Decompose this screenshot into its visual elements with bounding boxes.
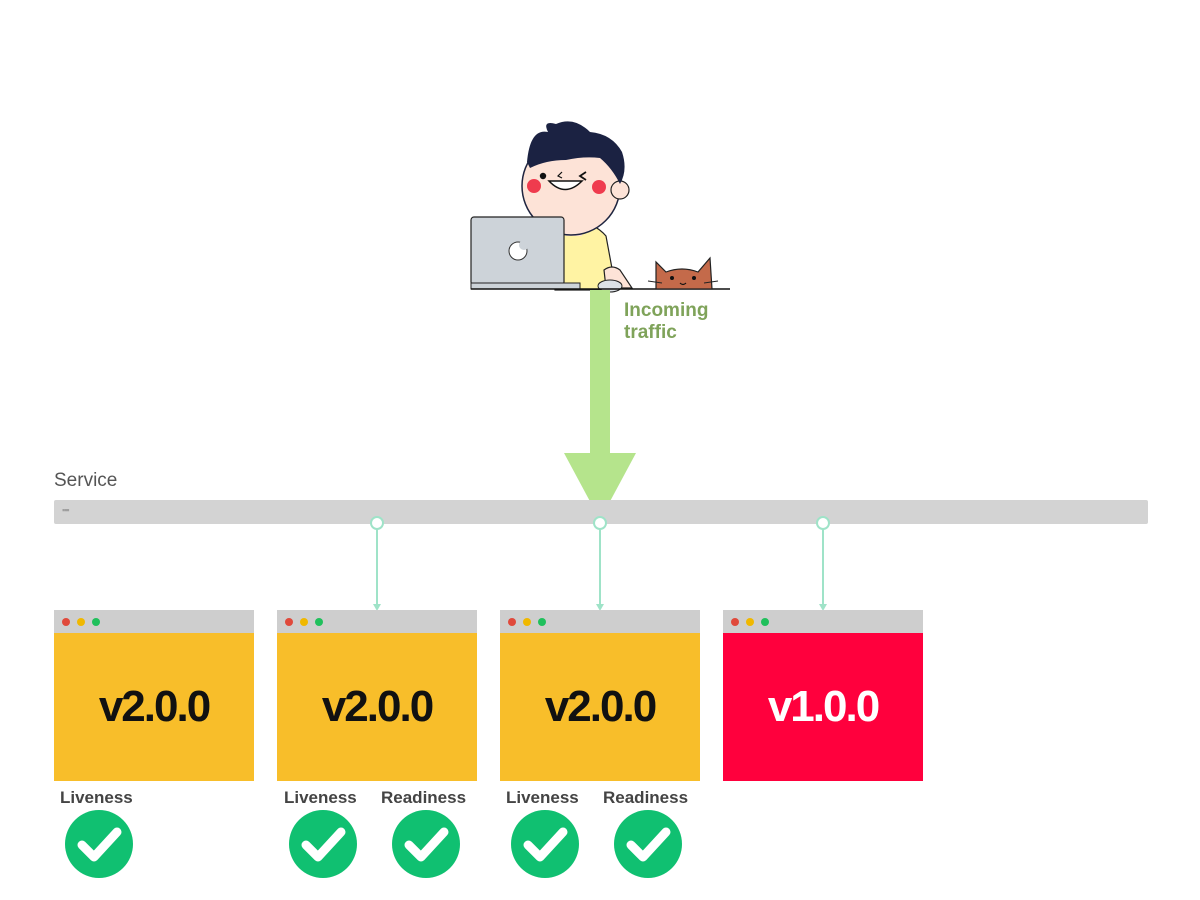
pod-version: v1.0.0 bbox=[723, 633, 923, 781]
minimize-dot-icon bbox=[523, 618, 531, 626]
pod-titlebar bbox=[277, 610, 477, 633]
close-dot-icon bbox=[508, 618, 516, 626]
check-circle-icon bbox=[614, 810, 682, 878]
check-circle-icon bbox=[65, 810, 133, 878]
readiness-label: Readiness bbox=[381, 788, 467, 807]
pod-3: v2.0.0 bbox=[500, 610, 700, 781]
check-circle-icon bbox=[511, 810, 579, 878]
pod-version: v2.0.0 bbox=[54, 633, 254, 781]
developer-at-laptop-icon bbox=[470, 121, 730, 293]
incoming-traffic-label: Incoming traffic bbox=[624, 300, 744, 344]
readiness-label: Readiness bbox=[603, 788, 689, 807]
service-connectors bbox=[373, 523, 827, 611]
pod-titlebar bbox=[54, 610, 254, 633]
liveness-label: Liveness bbox=[284, 788, 357, 807]
minimize-dot-icon bbox=[300, 618, 308, 626]
service-label: Service bbox=[54, 470, 118, 491]
maximize-dot-icon bbox=[538, 618, 546, 626]
minimize-dot-icon bbox=[77, 618, 85, 626]
check-circle-icon bbox=[289, 810, 357, 878]
pod-2: v2.0.0 bbox=[277, 610, 477, 781]
liveness-label: Liveness bbox=[60, 788, 133, 807]
service-grip-icon: ▪▪▪ bbox=[62, 505, 70, 515]
maximize-dot-icon bbox=[761, 618, 769, 626]
pod-4: v1.0.0 bbox=[723, 610, 923, 781]
liveness-label: Liveness bbox=[506, 788, 579, 807]
minimize-dot-icon bbox=[746, 618, 754, 626]
pod-titlebar bbox=[500, 610, 700, 633]
close-dot-icon bbox=[731, 618, 739, 626]
check-circle-icon bbox=[392, 810, 460, 878]
pod-titlebar bbox=[723, 610, 923, 633]
close-dot-icon bbox=[285, 618, 293, 626]
traffic-arrow bbox=[564, 290, 636, 520]
pod-version: v2.0.0 bbox=[277, 633, 477, 781]
close-dot-icon bbox=[62, 618, 70, 626]
pod-1: v2.0.0 bbox=[54, 610, 254, 781]
maximize-dot-icon bbox=[92, 618, 100, 626]
maximize-dot-icon bbox=[315, 618, 323, 626]
service-bar bbox=[54, 500, 1148, 524]
pod-version: v2.0.0 bbox=[500, 633, 700, 781]
traffic-label-line1: Incoming bbox=[624, 300, 709, 321]
traffic-label-line2: traffic bbox=[624, 322, 677, 343]
cat-icon bbox=[647, 256, 719, 290]
